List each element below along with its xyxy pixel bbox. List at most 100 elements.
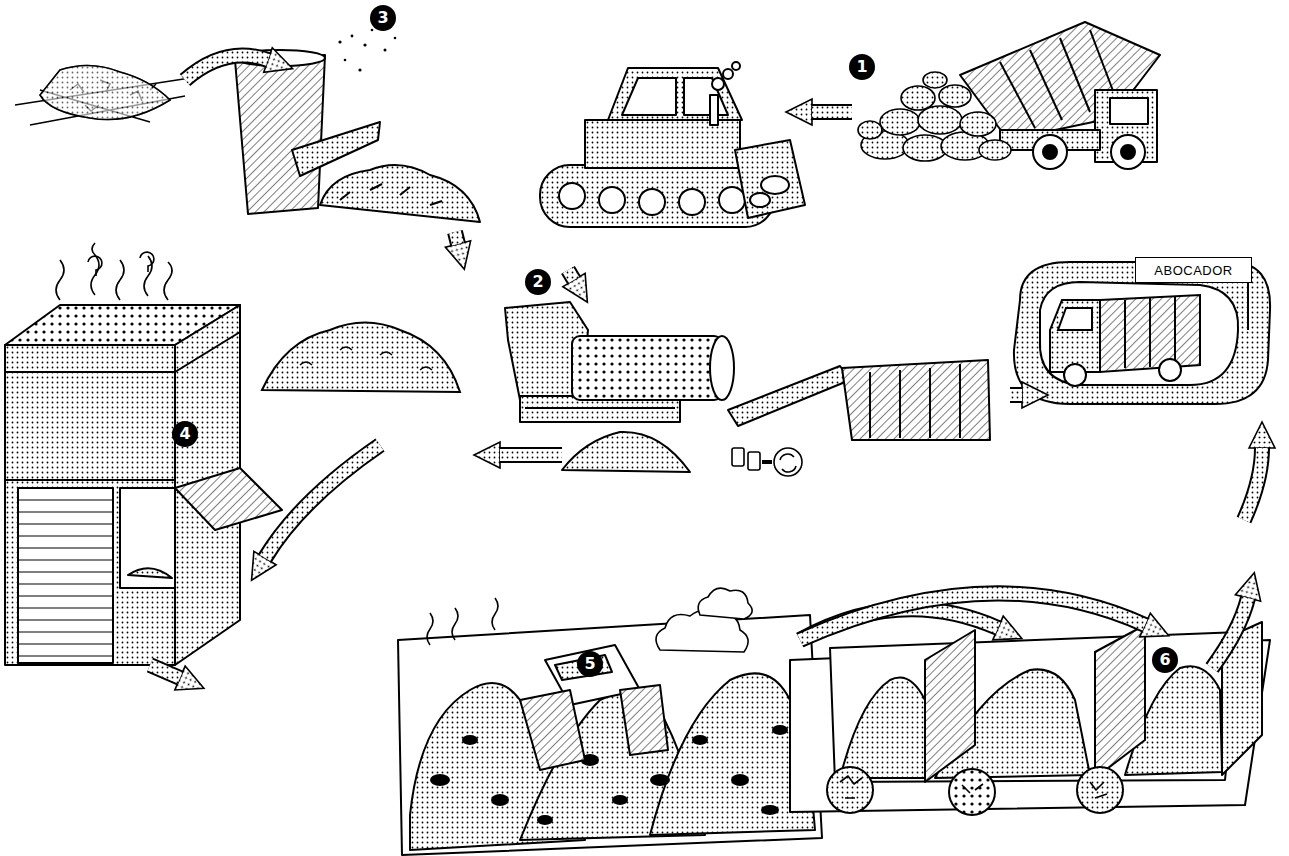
tunnel-building <box>18 619 113 620</box>
windrow-steam <box>427 588 752 652</box>
curing-bays <box>840 776 1107 798</box>
process-arrow <box>265 445 380 558</box>
windrow-area <box>398 615 822 855</box>
shredder-chips <box>351 35 354 38</box>
steam <box>56 243 172 300</box>
bulldozer <box>710 95 718 125</box>
windrow-area <box>537 815 553 825</box>
tunnel-building <box>5 371 175 373</box>
shredder <box>292 122 380 176</box>
callout-number: 3 <box>370 5 396 31</box>
windrow-area <box>612 795 628 805</box>
shredder-chips <box>358 68 361 71</box>
process-arrow <box>500 447 562 463</box>
tunnel-building <box>18 583 113 584</box>
windrow-area <box>398 615 822 855</box>
steam <box>116 260 124 300</box>
curing-bays <box>949 769 995 815</box>
tunnel-building <box>18 559 113 560</box>
conveyor-container <box>728 360 990 440</box>
bulldozer <box>750 193 770 207</box>
tunnel-building <box>18 547 113 548</box>
tunnel-building <box>18 500 113 656</box>
shredder <box>340 184 442 205</box>
process-arrow <box>185 56 268 81</box>
process-arrow <box>812 104 852 120</box>
windrow-steam <box>427 613 433 645</box>
landfill-bubble <box>1050 300 1100 372</box>
recycled-metal <box>732 448 744 466</box>
trommel-screen <box>572 336 722 400</box>
steam <box>56 260 64 300</box>
dump-truck <box>1060 38 1090 112</box>
process-arrow <box>1212 598 1248 668</box>
tunnel-building <box>18 511 113 512</box>
windrow-area <box>430 774 450 786</box>
bulldozer <box>540 62 805 227</box>
material-pile <box>262 323 460 393</box>
bulldozer <box>585 120 740 168</box>
windrow-steam <box>698 588 752 619</box>
dump-truck <box>1000 62 1035 128</box>
process-arrow <box>150 665 180 678</box>
trommel-screen <box>710 336 734 400</box>
green-waste <box>15 65 190 125</box>
dump-truck <box>1111 135 1145 169</box>
process-arrow <box>800 593 1145 640</box>
process-arrow <box>150 56 1262 679</box>
callout-number: 6 <box>1152 647 1178 673</box>
tunnel-building <box>18 631 113 632</box>
bulldozer <box>679 189 705 215</box>
tunnel-building <box>120 488 175 588</box>
recycled-metal <box>780 454 796 472</box>
process-arrow <box>1244 448 1262 520</box>
dump-truck <box>1043 145 1057 159</box>
curing-bays <box>925 630 975 782</box>
dump-truck <box>1121 145 1135 159</box>
dump-truck <box>1033 135 1067 169</box>
tunnel-building <box>128 568 172 578</box>
bulldozer <box>712 78 724 90</box>
curing-bays <box>1077 767 1123 813</box>
conveyor-container <box>899 370 901 438</box>
process-arrow <box>185 56 268 81</box>
conveyor-container <box>959 364 961 438</box>
windrow-area <box>761 805 779 815</box>
windrow-area <box>491 794 509 806</box>
landfill-bubble <box>1247 283 1249 330</box>
sign-text: ABOCADOR <box>1154 264 1232 277</box>
bulldozer <box>732 62 740 70</box>
landfill-bubble <box>1058 308 1092 330</box>
shredder-chips <box>394 37 397 40</box>
process-arrow <box>568 270 574 280</box>
tunnel-building <box>175 332 240 372</box>
tunnel-building <box>18 488 113 663</box>
sign-box: ABOCADOR <box>1135 257 1252 283</box>
dump-truck <box>1110 98 1148 124</box>
landfill-bubble <box>1174 297 1176 366</box>
process-arrow <box>1212 598 1248 668</box>
windrow-steam <box>452 608 458 640</box>
waste-pile <box>979 140 1011 160</box>
process-arrow <box>455 232 458 244</box>
bulldozer <box>719 187 745 213</box>
tunnel-building <box>5 479 175 481</box>
waste-pile <box>880 109 920 135</box>
tunnel-building <box>18 535 113 536</box>
callout-number: 4 <box>172 421 198 447</box>
tunnel-building <box>18 607 113 608</box>
bulldozer <box>723 69 733 79</box>
steam <box>140 252 154 272</box>
callout-number: 5 <box>577 651 603 677</box>
dump-truck <box>960 22 1160 169</box>
conveyor-container <box>842 360 990 440</box>
windrow-area <box>731 774 749 786</box>
landfill-bubble <box>1064 364 1086 386</box>
dump-truck <box>960 22 1160 140</box>
callout-number: 1 <box>849 54 875 80</box>
windrow-area <box>620 685 668 755</box>
waste-pile <box>858 72 1011 161</box>
recycled-metal <box>748 452 760 470</box>
bulldozer <box>622 78 676 115</box>
tunnel-building <box>18 595 113 596</box>
